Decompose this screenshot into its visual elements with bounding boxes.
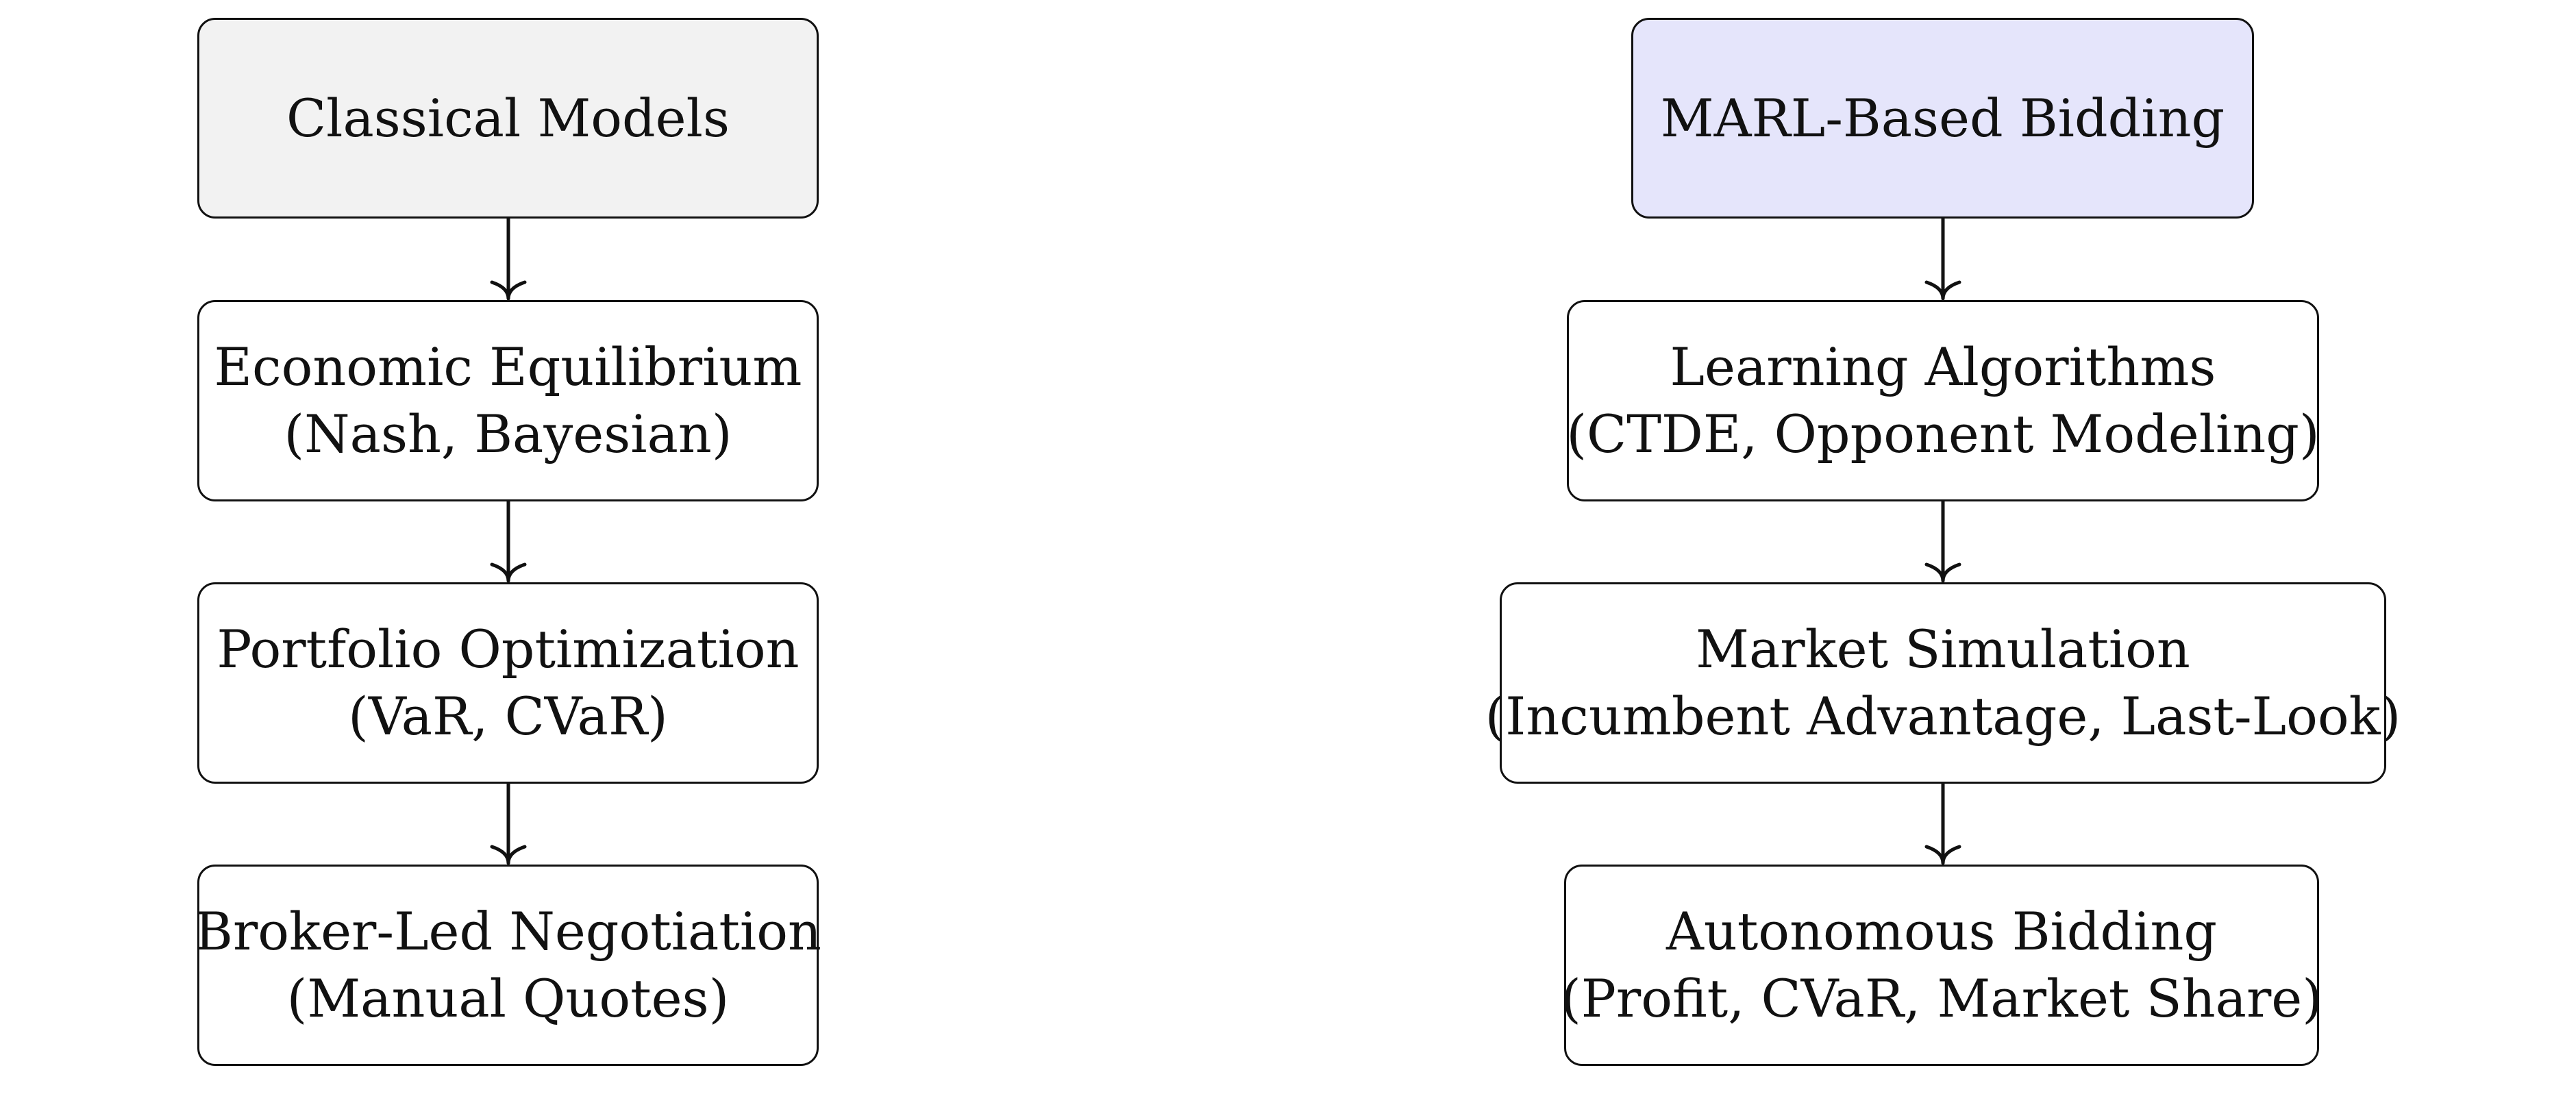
arrow-classical-to-econ: [490, 216, 527, 301]
node-economic-equilibrium-detail: (Nash, Bayesian): [284, 403, 732, 464]
node-broker-led-negotiation-title: Broker-Led Negotiation: [195, 901, 821, 962]
node-learning-algorithms-detail: (CTDE, Opponent Modeling): [1566, 403, 2320, 464]
arrow-marl-to-learning: [1924, 216, 1961, 301]
arrow-econ-to-portfolio: [490, 499, 527, 583]
node-learning-algorithms-title: Learning Algorithms: [1670, 336, 2216, 397]
node-classical-models-label: Classical Models: [286, 87, 730, 149]
node-autonomous-bidding: Autonomous Bidding (Profit, CVaR, Market…: [1561, 865, 2323, 1066]
node-portfolio-optimization-title: Portfolio Optimization: [216, 619, 800, 680]
node-portfolio-optimization-detail: (VaR, CVaR): [348, 686, 668, 747]
node-broker-led-negotiation: Broker-Led Negotiation (Manual Quotes): [195, 865, 821, 1066]
arrow-market-to-autonomous: [1924, 782, 1961, 865]
arrow-learning-to-market: [1924, 499, 1961, 583]
node-classical-models: Classical Models: [197, 18, 819, 219]
node-marl-based-bidding: MARL-Based Bidding: [1631, 18, 2254, 219]
node-market-simulation-detail: (Incumbent Advantage, Last-Look): [1485, 686, 2401, 747]
node-economic-equilibrium: Economic Equilibrium (Nash, Bayesian): [197, 300, 819, 501]
node-market-simulation-title: Market Simulation: [1696, 619, 2190, 680]
node-learning-algorithms: Learning Algorithms (CTDE, Opponent Mode…: [1566, 300, 2320, 501]
node-portfolio-optimization: Portfolio Optimization (VaR, CVaR): [197, 582, 819, 784]
node-economic-equilibrium-title: Economic Equilibrium: [214, 336, 802, 397]
arrow-portfolio-to-broker: [490, 782, 527, 865]
node-autonomous-bidding-title: Autonomous Bidding: [1665, 901, 2218, 962]
node-market-simulation: Market Simulation (Incumbent Advantage, …: [1485, 582, 2401, 784]
node-autonomous-bidding-detail: (Profit, CVaR, Market Share): [1561, 968, 2323, 1029]
node-marl-based-bidding-label: MARL-Based Bidding: [1660, 87, 2225, 149]
node-broker-led-negotiation-detail: (Manual Quotes): [286, 968, 730, 1029]
